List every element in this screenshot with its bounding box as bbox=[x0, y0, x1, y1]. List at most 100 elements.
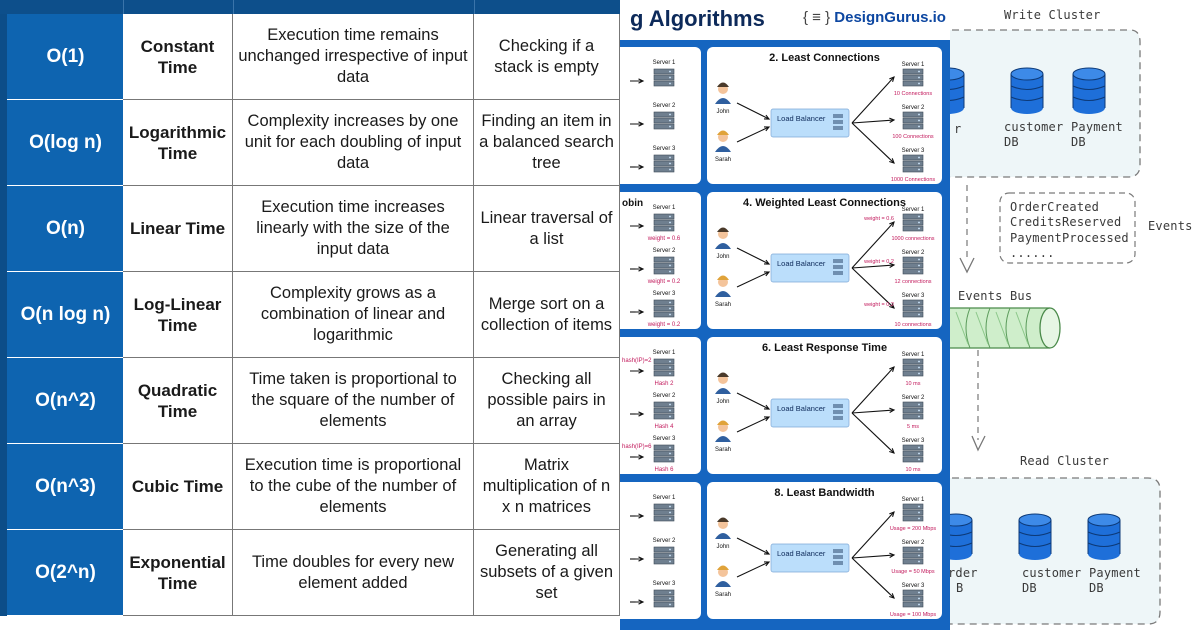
user-name: Sarah bbox=[715, 157, 731, 163]
complexity-name: Cubic Time bbox=[123, 444, 233, 530]
server-label: Server 1 bbox=[902, 62, 925, 68]
arrow-head bbox=[763, 416, 771, 422]
arrow-head bbox=[763, 549, 771, 555]
server-label: Server 3 bbox=[902, 148, 925, 154]
server-label: Server 3 bbox=[902, 438, 925, 444]
arrow-head bbox=[889, 117, 896, 123]
flow-arrow bbox=[851, 412, 895, 454]
database-label: customer bbox=[1022, 566, 1082, 580]
arrow-head bbox=[638, 411, 645, 417]
complexity-description: Complexity increases by one unit for eac… bbox=[233, 100, 474, 186]
complexity-example: Generating all subsets of a given set bbox=[474, 530, 620, 616]
algorithm-card-title: 8. Least Bandwidth bbox=[774, 487, 875, 499]
algorithm-card-title: 2. Least Connections bbox=[769, 52, 880, 64]
arrow-head bbox=[763, 561, 771, 567]
server-note: weight = 0.2 bbox=[647, 322, 681, 328]
server-icon bbox=[653, 444, 675, 463]
write-cluster-label: Write Cluster bbox=[1004, 8, 1101, 22]
server-label: Server 3 bbox=[653, 436, 676, 442]
server-icon bbox=[653, 358, 675, 377]
complexity-notation: O(n^2) bbox=[0, 358, 123, 444]
arrow-head bbox=[763, 114, 771, 120]
server-icon bbox=[653, 503, 675, 522]
write-cluster-box bbox=[950, 29, 1141, 178]
flow-arrow bbox=[851, 119, 895, 124]
server-icon bbox=[902, 503, 924, 522]
server-label: Server 3 bbox=[653, 146, 676, 152]
server-icon bbox=[902, 589, 924, 608]
database-label: DB bbox=[1089, 581, 1104, 595]
flow-arrow bbox=[851, 76, 895, 124]
server-label: Server 1 bbox=[902, 207, 925, 213]
server-label: Server 1 bbox=[653, 205, 676, 211]
header-separator bbox=[233, 0, 234, 14]
database-icon bbox=[1069, 66, 1109, 120]
user-name: Sarah bbox=[715, 592, 731, 598]
database-label: DB bbox=[1022, 581, 1037, 595]
flow-arrow bbox=[851, 264, 895, 269]
events-box bbox=[999, 192, 1136, 264]
server-note: 10 Connections bbox=[894, 91, 932, 97]
load-balancer-box bbox=[770, 108, 850, 138]
arrow-head bbox=[889, 448, 895, 454]
load-balancer-box bbox=[770, 543, 850, 573]
read-cluster-label: Read Cluster bbox=[1020, 454, 1110, 468]
complexity-notation: O(n log n) bbox=[0, 272, 123, 358]
server-label: Server 3 bbox=[902, 293, 925, 299]
server-note: 10 ms bbox=[906, 381, 921, 387]
complexity-name: Quadratic Time bbox=[123, 358, 233, 444]
arrow-head bbox=[889, 76, 895, 82]
server-weight: weight = 0.6 bbox=[863, 216, 894, 222]
server-label: Server 2 bbox=[653, 103, 676, 109]
read-cluster-box bbox=[950, 477, 1161, 625]
user-name: John bbox=[716, 399, 729, 405]
server-icon bbox=[653, 154, 675, 173]
database-cylinder bbox=[1010, 67, 1044, 114]
server-label: Server 1 bbox=[653, 350, 676, 356]
arrow-head bbox=[763, 126, 771, 132]
arrow-head bbox=[763, 404, 771, 410]
database-icon bbox=[950, 66, 968, 120]
database-label: DB bbox=[1071, 135, 1086, 149]
server-icon bbox=[902, 154, 924, 173]
arrow-head bbox=[889, 158, 895, 164]
hash-note: hash(IP)=6 bbox=[622, 444, 652, 450]
flow-arrow bbox=[851, 267, 895, 309]
flow-arrow bbox=[851, 366, 895, 414]
server-note: 1000 connections bbox=[891, 236, 934, 242]
complexity-notation: O(2^n) bbox=[0, 530, 123, 616]
complexity-example: Checking if a stack is empty bbox=[474, 14, 620, 100]
arrow-head bbox=[638, 599, 645, 605]
arrow-head bbox=[638, 454, 645, 460]
server-label: Server 1 bbox=[902, 497, 925, 503]
server-note: weight = 0.6 bbox=[647, 236, 681, 242]
load-balancing-header: g Algorithms { ≡ } DesignGurus.io bbox=[620, 0, 950, 40]
flow-arrow bbox=[851, 554, 895, 559]
server-label: Server 1 bbox=[653, 495, 676, 501]
flow-arrow bbox=[736, 416, 770, 433]
user-icon bbox=[715, 420, 731, 442]
events-bus-label: Events Bus bbox=[958, 289, 1033, 303]
server-note: 12 connections bbox=[895, 279, 932, 285]
user-name: John bbox=[716, 254, 729, 260]
database-icon bbox=[1084, 512, 1124, 566]
hash-note: hash(IP)=2 bbox=[622, 358, 652, 364]
load-balancer-label: Load Balancer bbox=[777, 549, 826, 558]
server-note: 100 Connections bbox=[892, 134, 934, 140]
server-icon bbox=[902, 299, 924, 318]
server-icon bbox=[902, 68, 924, 87]
load-balancer-box bbox=[770, 398, 850, 428]
complexity-description: Execution time remains unchanged irrespe… bbox=[233, 14, 474, 100]
arrow-head bbox=[638, 309, 645, 315]
user-icon bbox=[715, 517, 731, 539]
